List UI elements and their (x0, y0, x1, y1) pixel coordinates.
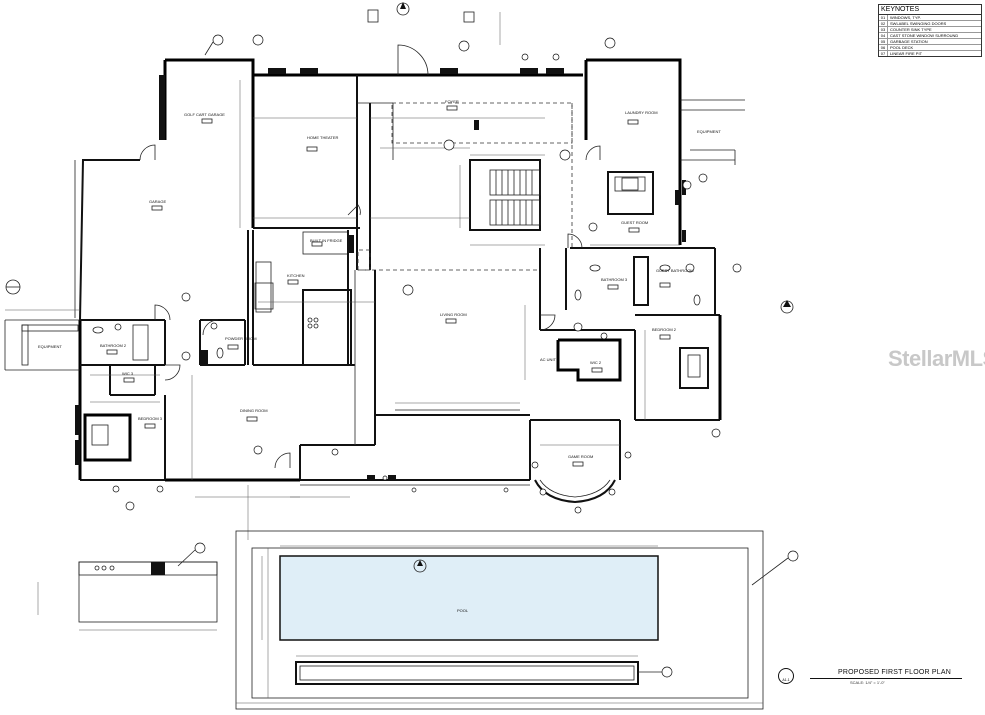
label-dining-room: DINING ROOM (240, 408, 268, 413)
label-garage: GARAGE (149, 199, 166, 204)
dimension-lines (4, 80, 680, 540)
keynote-number: 06 (879, 45, 888, 50)
label-living-room: LIVING ROOM (440, 312, 467, 317)
keynote-number: 07 (879, 51, 888, 56)
label-bathroom-3: BATHROOM 3 (601, 277, 628, 282)
keynote-text: COUNTER SINK TYPE (890, 27, 932, 32)
label-bathroom-2: BATHROOM 2 (100, 343, 127, 348)
label-ac-unit: AC UNIT (540, 357, 557, 362)
watermark: StellarMLS (888, 346, 985, 371)
label-laundry-room: LAUNDRY ROOM (625, 110, 658, 115)
keynote-number: 03 (879, 27, 888, 32)
keynote-number: 01 (879, 15, 888, 20)
label-powder-room: POWDER ROOM (225, 336, 257, 341)
keynote-number: 02 (879, 21, 888, 26)
section-markers (5, 279, 794, 314)
label-kitchen: KITCHEN (287, 273, 305, 278)
label-bedroom-3: BEDROOM 3 (138, 416, 163, 421)
drawing-title-block: A1.1 PROPOSED FIRST FLOOR PLAN SCALE: 1/… (772, 666, 972, 692)
keynote-number: 04 (879, 33, 888, 38)
keynotes-title: KEYNOTES (879, 5, 981, 15)
label-guest-bathroom: GUEST BATHROOM (656, 268, 694, 273)
drawing-title: PROPOSED FIRST FLOOR PLAN (838, 669, 952, 676)
sheet-reference: A1.1 (778, 668, 794, 684)
keynote-text: CAST STONE WINDOW SURROUND (890, 33, 959, 38)
north-arrow-marker (396, 2, 410, 16)
fixtures (91, 177, 701, 446)
drawing-scale: SCALE: 1/4" = 1'-0" (850, 680, 885, 685)
interior-walls (80, 75, 709, 480)
label-pool: POOL (457, 608, 469, 613)
label-wic-2: WIC 2 (590, 360, 602, 365)
door-swings (139, 44, 601, 469)
label-golf-cart-garage: GOLF CART GARAGE (184, 112, 225, 117)
label-equipment-left: EQUIPMENT (38, 344, 62, 349)
title-underline (810, 678, 962, 679)
label-game-room: GAME ROOM (568, 454, 593, 459)
label-bedroom-2: BEDROOM 2 (652, 327, 677, 332)
label-foyer: FOYER (445, 99, 459, 104)
pool-area (235, 530, 799, 710)
keynote-text: POOL DECK (890, 45, 914, 50)
room-tags (106, 105, 671, 467)
vent-symbol (463, 11, 475, 23)
label-equipment-right: EQUIPMENT (697, 129, 721, 134)
wall-blocks (75, 68, 686, 480)
label-guest-room: GUEST ROOM (621, 220, 648, 225)
outdoor-counter (37, 542, 218, 631)
vent-symbol (367, 9, 379, 23)
keynote-number: 05 (879, 39, 888, 44)
keynote-text: SWLABEL SWINGING DOORS (890, 21, 947, 26)
keynote-callouts (112, 34, 742, 514)
keynote-text: WINDOWS, TYP. (890, 15, 921, 20)
label-built-in-fridge: BUILT IN FRIDGE (310, 238, 343, 243)
label-wic-3: WIC 3 (122, 371, 134, 376)
keynote-text: LINEAR FIRE PIT (890, 51, 923, 56)
keynote-text: GARBAGE STATION (890, 39, 928, 44)
room-labels: GOLF CART GARAGE GARAGE HOME THEATER FOY… (38, 99, 721, 613)
label-home-theater: HOME THEATER (307, 135, 339, 140)
